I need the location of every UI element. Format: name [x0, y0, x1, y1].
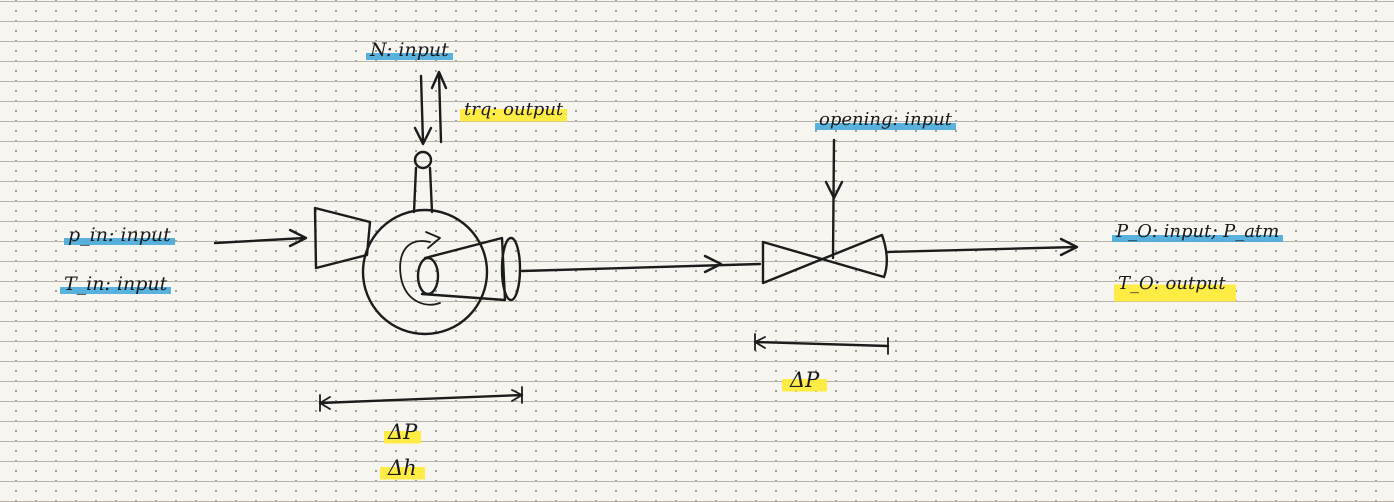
compressor-delta-h-label: Δh — [380, 456, 425, 480]
trq-output-label: trq: output — [460, 98, 568, 122]
compressor-symbol — [313, 206, 522, 336]
p-o-input-label: P_O: input; P_atm — [1112, 220, 1284, 244]
valve-symbol — [761, 138, 888, 285]
compressor-span-line — [318, 386, 524, 412]
opening-input-label: opening: input — [815, 108, 956, 132]
compressor-shaft — [412, 150, 434, 214]
n-input-label: N: input — [366, 38, 453, 62]
valve-delta-p-label: ΔP — [782, 368, 828, 392]
t-o-output-label: T_O: output — [1114, 270, 1236, 302]
speed-arrow-down — [413, 74, 433, 146]
inlet-arrow — [213, 228, 308, 248]
valve-span-line — [753, 333, 890, 355]
torque-arrow-up — [430, 70, 448, 144]
t-in-input-label: T_in: input — [60, 272, 172, 296]
compressor-to-valve-arrow — [520, 254, 762, 274]
outlet-arrow — [886, 237, 1079, 257]
compressor-delta-p-label: ΔP — [384, 420, 422, 444]
p-in-input-label: p_in: input — [64, 223, 175, 247]
